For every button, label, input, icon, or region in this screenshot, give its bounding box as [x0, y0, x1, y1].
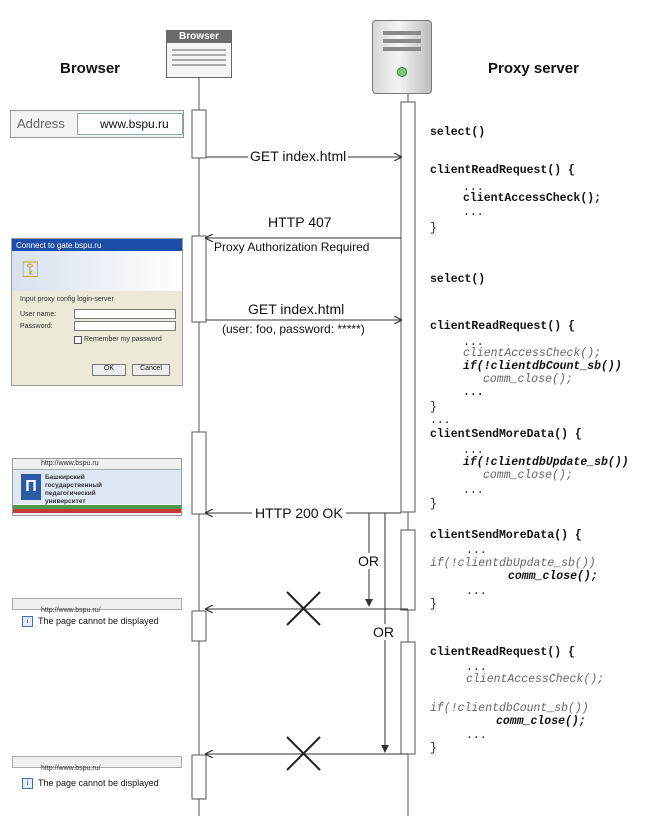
- error2-address-bar: http://www.bspu.ru/: [12, 756, 182, 772]
- site-address-bar: http://www.bspu.ru: [13, 459, 181, 470]
- code-access-check-3: clientAccessCheck();: [466, 673, 605, 686]
- address-bar-panel: Address www.bspu.ru: [10, 110, 184, 138]
- browser-activation-2: [191, 235, 207, 323]
- or1-label: OR: [358, 553, 379, 569]
- code-ellipsis: ...: [463, 444, 484, 457]
- password-field[interactable]: [74, 321, 176, 331]
- user-name-field[interactable]: [74, 309, 176, 319]
- cancel-button[interactable]: Cancel: [132, 364, 170, 376]
- site-address-url: http://www.bspu.ru: [41, 460, 99, 467]
- browser-column-title: Browser: [60, 60, 121, 77]
- http200-label: HTTP 200 OK: [252, 505, 346, 521]
- credentials-label: (user: foo, password: *****): [222, 322, 365, 336]
- proxy-activation-1: [400, 101, 416, 513]
- code-close-brace: }: [430, 598, 437, 611]
- code-select-1: select(): [430, 126, 486, 139]
- address-label: Address: [17, 116, 65, 131]
- x-mark-1: [286, 591, 321, 626]
- site-green-stripe: [13, 505, 181, 509]
- code-ellipsis: ...: [430, 414, 451, 427]
- code-client-read-request-3: clientReadRequest() {: [430, 646, 575, 659]
- site-banner: П Башкирский государственный педагогичес…: [13, 470, 181, 505]
- browser-activation-4: [191, 610, 207, 642]
- x-mark-2: [286, 736, 321, 771]
- code-ellipsis: ...: [463, 336, 484, 349]
- code-if-count-1: if(!clientdbCount_sb()): [463, 360, 622, 373]
- get1-label: GET index.html: [248, 148, 349, 164]
- auth-dialog-banner: ⚿: [12, 251, 182, 291]
- code-comm-close-3: comm_close();: [508, 570, 598, 583]
- proxy-column-title: Proxy server: [488, 60, 579, 77]
- proxy-activation-2: [400, 529, 416, 611]
- password-label: Password:: [20, 323, 53, 330]
- code-select-2: select(): [430, 273, 486, 286]
- error2-address-url: http://www.bspu.ru/: [41, 765, 101, 772]
- code-comm-close-2: comm_close();: [483, 469, 573, 482]
- code-ellipsis: ...: [463, 386, 484, 399]
- user-name-label: User name:: [20, 311, 57, 318]
- browser-activation-5: [191, 754, 207, 800]
- address-url: www.bspu.ru: [100, 117, 169, 131]
- server-icon: [372, 20, 432, 94]
- remember-label: Remember my password: [84, 336, 162, 343]
- code-comm-close-4: comm_close();: [496, 715, 586, 728]
- university-logo: П: [21, 474, 41, 500]
- code-access-check-2: clientAccessCheck();: [463, 347, 602, 360]
- code-close-brace: }: [430, 222, 437, 235]
- error1-message: The page cannot be displayed: [38, 616, 159, 626]
- code-comm-close-1: comm_close();: [483, 373, 573, 386]
- code-ellipsis: ...: [466, 544, 487, 557]
- code-ellipsis: ...: [463, 181, 484, 194]
- code-close-brace: }: [430, 742, 437, 755]
- code-client-read-request-1: clientReadRequest() {: [430, 164, 575, 177]
- code-ellipsis: ...: [463, 484, 484, 497]
- auth-dialog: Connect to gate.bspu.ru ⚿ Input proxy co…: [11, 238, 183, 386]
- error-page-2: http://www.bspu.ru/ i The page cannot be…: [12, 756, 182, 792]
- browser-icon: Browser: [166, 30, 232, 78]
- get2-label: GET index.html: [248, 301, 345, 317]
- site-red-stripe: [13, 509, 181, 513]
- info-icon: i: [22, 778, 33, 789]
- info-icon: i: [22, 616, 33, 627]
- error1-address-url: http://www.bspu.ru/: [41, 607, 101, 614]
- ok-button[interactable]: OK: [92, 364, 126, 376]
- browser-activation-1: [191, 109, 207, 159]
- code-ellipsis: ...: [463, 206, 484, 219]
- address-field: www.bspu.ru: [77, 113, 183, 135]
- error-page-1: http://www.bspu.ru/ i The page cannot be…: [12, 598, 182, 634]
- proxy-auth-label: Proxy Authorization Required: [214, 240, 370, 254]
- code-if-count-2: if(!clientdbCount_sb()): [430, 702, 589, 715]
- site-page-panel: http://www.bspu.ru П Башкирский государс…: [12, 458, 182, 516]
- code-ellipsis: ...: [466, 729, 487, 742]
- auth-prompt: Input proxy config login-server: [20, 296, 114, 303]
- code-ellipsis: ...: [466, 585, 487, 598]
- code-if-update-2: if(!clientdbUpdate_sb()): [430, 557, 596, 570]
- code-send-more-data-2: clientSendMoreData() {: [430, 529, 582, 542]
- code-send-more-data-1: clientSendMoreData() {: [430, 428, 582, 441]
- code-ellipsis: ...: [466, 661, 487, 674]
- code-if-update-1: if(!clientdbUpdate_sb()): [463, 456, 629, 469]
- remember-checkbox[interactable]: [74, 336, 82, 344]
- proxy-activation-3: [400, 641, 416, 755]
- code-close-brace: }: [430, 401, 437, 414]
- browser-activation-3: [191, 431, 207, 515]
- error2-message: The page cannot be displayed: [38, 778, 159, 788]
- university-name: Башкирский государственный педагогически…: [45, 474, 103, 505]
- code-client-read-request-2: clientReadRequest() {: [430, 320, 575, 333]
- error1-address-bar: http://www.bspu.ru/: [12, 598, 182, 614]
- http407-label: HTTP 407: [268, 214, 332, 230]
- code-close-brace: }: [430, 498, 437, 511]
- keys-icon: ⚿: [22, 257, 39, 282]
- code-access-check-1: clientAccessCheck();: [463, 192, 602, 205]
- or2-label: OR: [373, 624, 394, 640]
- auth-dialog-title: Connect to gate.bspu.ru: [12, 239, 182, 252]
- browser-icon-title: Browser: [167, 31, 231, 43]
